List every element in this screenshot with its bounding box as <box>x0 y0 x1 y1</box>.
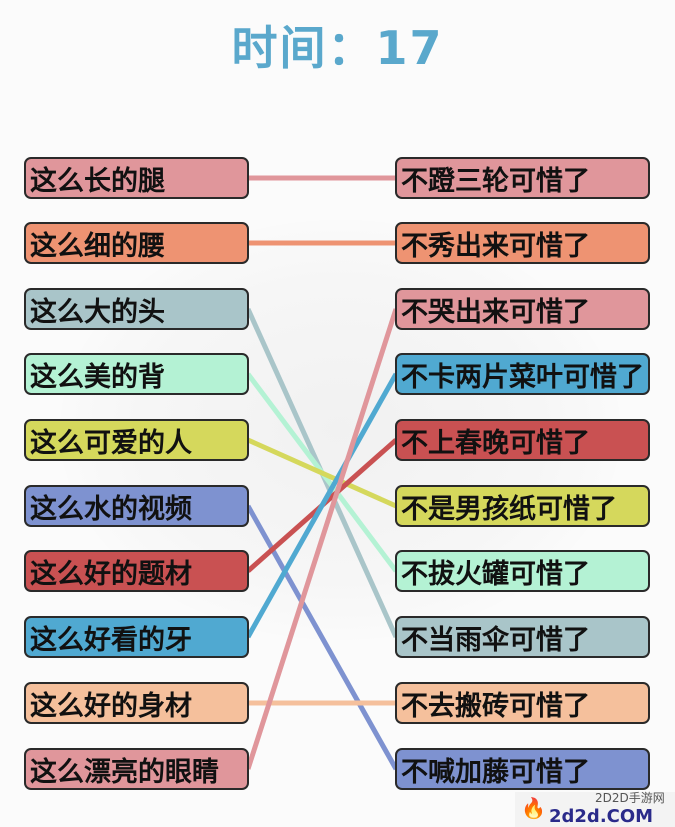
left-phrase-box[interactable]: 这么美的背 <box>24 353 249 395</box>
watermark-domain: 2d2d.COM <box>549 806 654 827</box>
right-phrase-box[interactable]: 不喊加藤可惜了 <box>395 748 650 790</box>
connection-line <box>245 372 399 639</box>
left-phrase-box[interactable]: 这么细的腰 <box>24 222 249 264</box>
right-phrase-box[interactable]: 不蹬三轮可惜了 <box>395 157 650 199</box>
right-phrase-box[interactable]: 不卡两片菜叶可惜了 <box>395 353 650 395</box>
right-phrase-box[interactable]: 不秀出来可惜了 <box>395 222 650 264</box>
right-phrase-box[interactable]: 不上春晚可惜了 <box>395 419 650 461</box>
right-phrase-box[interactable]: 不是男孩纸可惜了 <box>395 485 650 527</box>
right-phrase-box[interactable]: 不去搬砖可惜了 <box>395 682 650 724</box>
left-phrase-box[interactable]: 这么好看的牙 <box>24 616 249 658</box>
timer-display: 时间：17 <box>231 21 444 75</box>
left-phrase-box[interactable]: 这么好的题材 <box>24 550 249 592</box>
left-phrase-box[interactable]: 这么可爱的人 <box>24 419 249 461</box>
left-phrase-box[interactable]: 这么好的身材 <box>24 682 249 724</box>
connection-line <box>246 437 398 509</box>
left-phrase-box[interactable]: 这么长的腿 <box>24 157 249 199</box>
left-phrase-box[interactable]: 这么水的视频 <box>24 485 249 527</box>
left-phrase-box[interactable]: 这么大的头 <box>24 288 249 330</box>
watermark: 🔥 2D2D手游网 2d2d.COM <box>515 792 675 827</box>
connection-line <box>245 308 399 770</box>
watermark-site: 2D2D手游网 <box>595 791 665 805</box>
right-phrase-box[interactable]: 不拔火罐可惜了 <box>395 550 650 592</box>
torch-logo-icon: 🔥 <box>521 796 546 820</box>
left-phrase-box[interactable]: 这么漂亮的眼睛 <box>24 748 249 790</box>
right-phrase-box[interactable]: 不当雨伞可惜了 <box>395 616 650 658</box>
right-phrase-box[interactable]: 不哭出来可惜了 <box>395 288 650 330</box>
